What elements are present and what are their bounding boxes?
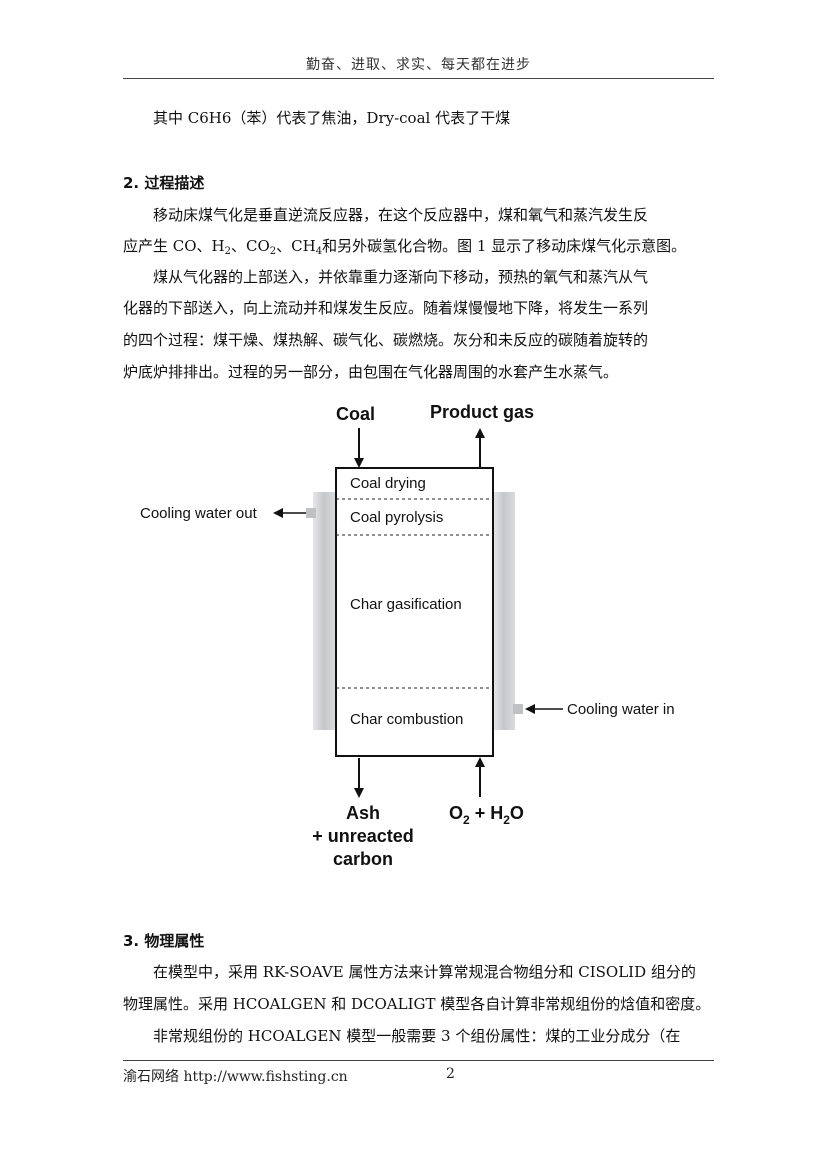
product-gas-label: Product gas [430,402,534,422]
section-2-heading: 2. 过程描述 [123,174,205,192]
section-3-line2: 物理属性。采用 HCOALGEN 和 DCOALIGT 模型各自计算非常规组份的… [123,995,711,1013]
zone-char-combustion: Char combustion [350,711,463,728]
cooling-water-in-label: Cooling water in [567,701,675,718]
zone-coal-pyrolysis: Coal pyrolysis [350,509,443,526]
section-2-p2-line2: 化器的下部送入，向上流动并和煤发生反应。随着煤慢慢地下降，将发生一系列 [123,299,649,317]
zone-char-gasification: Char gasification [350,596,462,613]
intro-line: 其中 C6H6（苯）代表了焦油，Dry-coal 代表了干煤 [153,109,511,127]
footer-site: 渝石网络 http://www.fishsting.cn [123,1069,348,1085]
cooling-water-out-label: Cooling water out [140,505,258,522]
section-3-heading: 3. 物理属性 [123,932,205,950]
header-rule [123,78,714,79]
section-2-p2-line1: 煤从气化器的上部送入，并依靠重力逐渐向下移动，预热的氧气和蒸汽从气 [153,268,649,286]
oxidant-label: O2 + H2O [449,803,524,827]
cooling-in-nozzle [513,704,523,714]
section-2-p1-line1: 移动床煤气化是垂直逆流反应器，在这个反应器中，煤和氧气和蒸汽发生反 [153,206,649,224]
footer-rule [123,1060,714,1061]
cooling-out-nozzle [306,508,316,518]
ash-label-line1: Ash [346,803,380,823]
section-3-line1: 在模型中，采用 RK-SOAVE 属性方法来计算常规混合物组分和 CISOLID… [153,963,696,981]
water-jacket-right [493,492,515,730]
zone-coal-drying: Coal drying [350,475,426,492]
section-2-p2-line3: 的四个过程：煤干燥、煤热解、碳气化、碳燃烧。灰分和未反应的碳随着旋转的 [123,331,649,349]
section-2-p1-line2: 应产生 CO、H2、CO2、CH4和另外碳氢化合物。图 1 显示了移动床煤气化示… [123,237,687,257]
page-number: 2 [446,1066,455,1082]
section-3-line3: 非常规组份的 HCOALGEN 模型一般需要 3 个组份属性：煤的工业分成分（在 [153,1027,681,1045]
page-header: 勤奋、进取、求实、每天都在进步 [306,57,531,73]
reactor-vessel [335,467,494,757]
ash-label-line2: + unreacted [312,826,414,846]
coal-in-label: Coal [336,404,375,424]
ash-label-line3: carbon [333,849,393,869]
section-2-p2-line4: 炉底炉排排出。过程的另一部分，由包围在气化器周围的水套产生水蒸气。 [123,363,619,381]
water-jacket-left [313,492,335,730]
